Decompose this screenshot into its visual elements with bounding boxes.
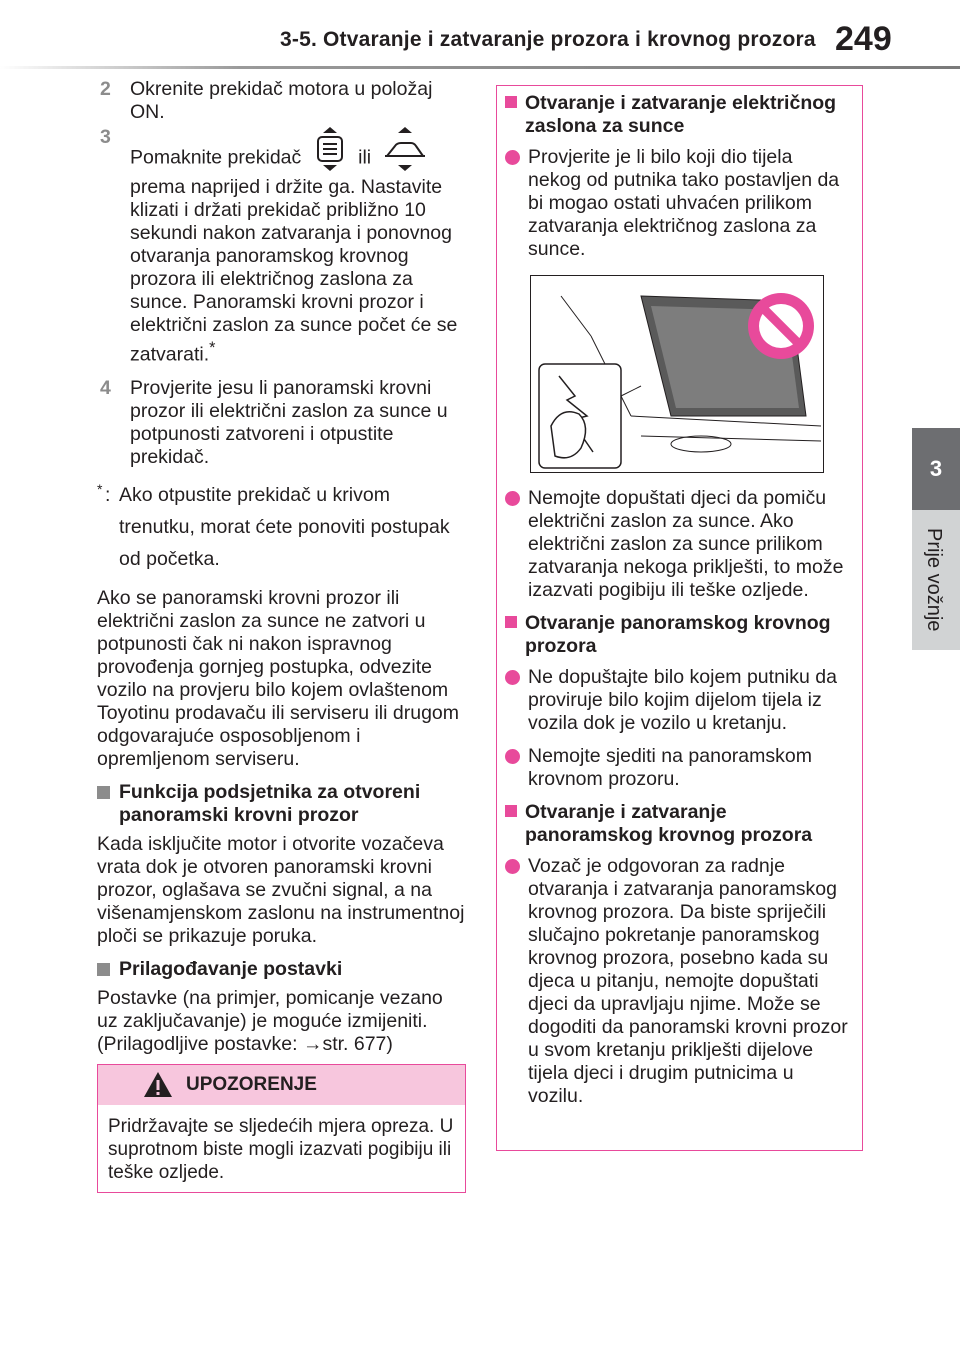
page-number: 249 — [835, 20, 892, 58]
paragraph: Ako se panoramski krovni prozor ili elek… — [97, 586, 459, 770]
step-4: 4 Provjerite jesu li panoramski krovni p… — [97, 377, 467, 469]
bullet-dot-icon — [505, 859, 520, 874]
warning-title-bar: UPOZORENJE — [98, 1065, 465, 1105]
step-2: 2 Okrenite prekidač motora u položaj ON. — [97, 78, 467, 124]
paragraph: Kada isključite motor i otvorite vozačev… — [97, 832, 465, 947]
arrow-right-icon: → — [302, 1032, 323, 1055]
step-text: prema naprijed i držite ga. Nastavite kl… — [130, 176, 458, 366]
warning-text: Pridržavajte se sljedećih mjera opreza. … — [108, 1116, 454, 1183]
page-header: 3-5. Otvaranje i zatvaranje prozora i kr… — [0, 0, 960, 70]
left-column: 2 Okrenite prekidač motora u položaj ON.… — [97, 78, 467, 1066]
sunshade-hazard-illustration — [530, 275, 824, 473]
warning-triangle-icon — [143, 1071, 173, 1104]
subheading: Otvaranje panoramskog krovnog prozora — [505, 612, 850, 658]
paragraph: Postavke (na primjer, pomicanje vezano u… — [97, 986, 443, 1055]
bullet-item: Provjerite je li bilo koji dio tijela ne… — [505, 146, 850, 261]
sunshade-switch-icon — [313, 126, 347, 191]
step-text: Okrenite prekidač motora u položaj ON. — [130, 78, 433, 123]
bullet-item: Nemojte dopuštati djeci da pomiču elektr… — [505, 487, 850, 602]
subheading: Prilagođavanje postavki — [97, 958, 467, 981]
heading-square-icon — [97, 785, 110, 799]
bullet-item: Ne dopuštajte bilo kojem putniku da prov… — [505, 666, 850, 735]
bullet-item: Nemojte sjediti na panoramskom krovnom p… — [505, 745, 850, 791]
warning-box: UPOZORENJE Pridržavajte se sljedećih mje… — [97, 1064, 466, 1193]
step-lead: Pomaknite prekidač — [130, 146, 302, 169]
footnote-text: Ako otpustite prekidač u krivom trenutku… — [119, 483, 450, 570]
step-number: 2 — [100, 78, 111, 100]
footnote-colon: : — [105, 483, 111, 506]
footnote-marker: * — [209, 339, 216, 357]
footnote: * : Ako otpustite prekidač u krivom tren… — [97, 479, 467, 575]
page-reference[interactable]: str. 677) — [322, 1032, 393, 1055]
step-text: Provjerite jesu li panoramski krovni pro… — [130, 376, 448, 468]
bullet-dot-icon — [505, 491, 520, 506]
step-3: 3 Pomaknite prekidač ili — [97, 126, 467, 367]
step-number: 3 — [100, 126, 111, 148]
chapter-label-tab: Prije vožnje — [912, 510, 960, 650]
heading-square-icon — [505, 616, 517, 628]
bullet-item: Vozač je odgovoran za radnje otvaranja i… — [505, 855, 850, 1108]
warning-continued-box: Otvaranje i zatvaranje električnog zaslo… — [496, 85, 863, 1151]
bullet-dot-icon — [505, 150, 520, 165]
roof-switch-icon — [383, 126, 427, 191]
step-number: 4 — [100, 376, 111, 399]
footnote-asterisk: * — [97, 480, 103, 497]
header-rule — [0, 66, 960, 69]
heading-square-icon — [97, 962, 110, 976]
subheading: Funkcija podsjetnika za otvoreni panoram… — [97, 781, 467, 827]
heading-square-icon — [505, 96, 517, 108]
heading-square-icon — [505, 805, 517, 817]
subheading: Otvaranje i zatvaranje panoramskog krovn… — [505, 801, 850, 847]
chapter-tab: 3 — [912, 428, 960, 510]
section-title: 3-5. Otvaranje i zatvaranje prozora i kr… — [280, 28, 816, 51]
bullet-dot-icon — [505, 749, 520, 764]
chapter-label: Prije vožnje — [923, 528, 945, 632]
warning-title: UPOZORENJE — [186, 1074, 317, 1095]
bullet-dot-icon — [505, 670, 520, 685]
or-text: ili — [358, 146, 372, 169]
subheading: Otvaranje i zatvaranje električnog zaslo… — [505, 92, 850, 138]
